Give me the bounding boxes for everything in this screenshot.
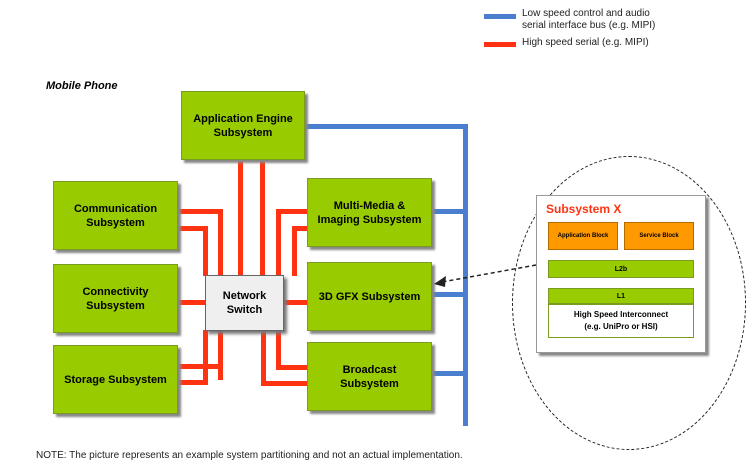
legend-red-label: High speed serial (e.g. MIPI)	[522, 37, 649, 48]
legend-blue-label-line2: serial interface bus (e.g. MIPI)	[522, 20, 656, 31]
interconnect-line1: High Speed Interconnect	[573, 310, 669, 319]
legend-red-line	[484, 42, 516, 47]
footnote: NOTE: The picture represents an example …	[36, 450, 463, 461]
service-block: Service Block	[624, 222, 694, 250]
blue-bus-vertical	[463, 124, 468, 426]
red-link-comm-vert	[218, 209, 223, 276]
red-link-storage-vert	[218, 330, 223, 380]
red-link-mm-bottom	[292, 226, 307, 231]
application-block: Application Block	[548, 222, 618, 250]
application-engine-block: Application Engine Subsystem	[181, 91, 305, 160]
blue-bus-to-multimedia	[432, 209, 466, 214]
red-link-bc-vert2	[276, 330, 281, 370]
red-link-bc-vert	[261, 330, 266, 386]
network-switch: Network Switch	[205, 275, 284, 331]
red-link-bc-bottom	[261, 381, 307, 386]
storage-block: Storage Subsystem	[53, 345, 178, 414]
legend-blue-line	[484, 14, 516, 19]
red-link-connectivity	[178, 300, 208, 305]
connectivity-block: Connectivity Subsystem	[53, 264, 178, 333]
red-link-comm-vert2	[203, 226, 208, 276]
red-link-mm-vert2	[292, 226, 297, 276]
legend-blue-label: Low speed control and audio serial inter…	[522, 8, 655, 32]
red-link-mm-top	[276, 209, 307, 214]
interconnect-line2: (e.g. UniPro or HSI)	[584, 322, 658, 331]
red-link-comm-bottom	[178, 226, 208, 231]
gfx-block: 3D GFX Subsystem	[307, 262, 432, 331]
red-link-storage-top	[178, 364, 223, 369]
l1-layer: L1	[548, 288, 694, 304]
red-link-bc-top	[276, 365, 307, 370]
diagram-label: Mobile Phone	[46, 80, 118, 92]
red-link-app-left	[238, 160, 243, 276]
red-link-comm-top	[178, 209, 223, 214]
red-link-storage-bottom	[178, 380, 208, 385]
communication-block: Communication Subsystem	[53, 181, 178, 250]
l2-layer: L2b	[548, 260, 694, 278]
red-link-mm-vert	[276, 209, 281, 276]
red-link-app-right	[260, 160, 265, 276]
blue-bus-to-broadcast	[432, 371, 466, 376]
zoom-arrow	[434, 264, 537, 287]
red-link-storage-vert2	[203, 330, 208, 382]
red-link-gfx	[284, 300, 307, 305]
subsystem-x-title: Subsystem X	[546, 202, 622, 216]
blue-bus-top	[306, 124, 468, 129]
legend-blue-label-line1: Low speed control and audio	[522, 8, 650, 19]
zoom-oval	[512, 156, 746, 450]
blue-bus-to-gfx	[432, 292, 466, 297]
high-speed-interconnect: High Speed Interconnect (e.g. UniPro or …	[548, 304, 694, 338]
multimedia-block: Multi-Media & Imaging Subsystem	[307, 178, 432, 247]
broadcast-block: Broadcast Subsystem	[307, 342, 432, 411]
